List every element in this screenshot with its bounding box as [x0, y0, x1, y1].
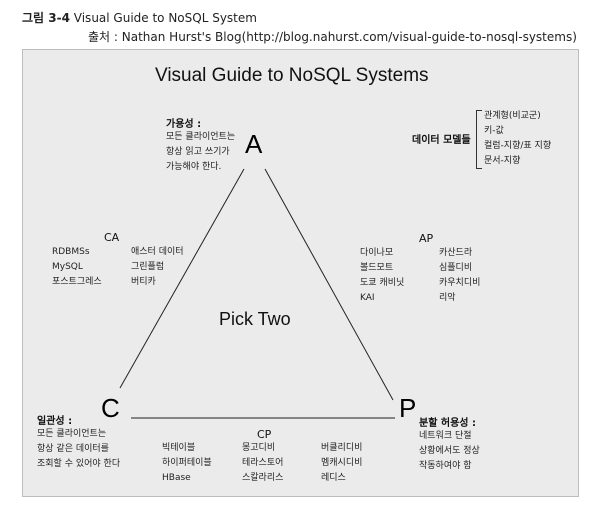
- availability-line: 가능해야 한다.: [166, 162, 222, 172]
- list-item: 카산드라: [439, 248, 473, 258]
- list-item: 애스터 데이터: [131, 247, 184, 257]
- availability-line: 항상 읽고 쓰기가: [166, 147, 230, 157]
- diagram-panel: Visual Guide to NoSQL Systems A C P Pick…: [22, 49, 579, 497]
- list-item: 다이나모: [360, 248, 394, 258]
- list-item: 그린플럼: [131, 262, 165, 272]
- list-item: 빅테이블: [162, 443, 196, 453]
- diagram-title: Visual Guide to NoSQL Systems: [155, 65, 429, 86]
- legend-item-column-oriented: 컬럼-지향/표 지향: [484, 141, 552, 151]
- partition-line: 상황에서도 정상: [419, 446, 480, 456]
- list-item: 카우치디비: [439, 278, 481, 288]
- availability-heading: 가용성 :: [166, 119, 202, 130]
- list-item: RDBMSs: [52, 247, 90, 257]
- legend-list: 관계형(비교군) 키-값 컬럼-지향/표 지향 문서-지향: [484, 109, 551, 169]
- list-item: KAI: [360, 293, 375, 303]
- vertex-c: C: [101, 393, 120, 423]
- triangle-edge-ap: [264, 168, 394, 401]
- availability-line: 모든 클라이언트는: [166, 132, 236, 142]
- legend-item-document-oriented: 문서-지향: [484, 156, 521, 166]
- list-item: 버클리디비: [321, 443, 363, 453]
- triangle-edge-ac: [119, 168, 245, 389]
- figure-title: Visual Guide to NoSQL System: [73, 11, 257, 25]
- partition-heading: 분할 허용성 :: [419, 418, 476, 429]
- ca-column-list: 애스터 데이터 그린플럼 버티카: [131, 245, 184, 290]
- list-item: 멤캐시디비: [321, 458, 363, 468]
- list-item: MySQL: [52, 262, 83, 272]
- ca-relational-list: RDBMSs MySQL 포스트그레스: [52, 245, 102, 290]
- cp-label: CP: [257, 428, 272, 441]
- figure-caption: 그림 3-4 Visual Guide to NoSQL System: [22, 9, 257, 26]
- list-item: 하이퍼테이블: [162, 458, 212, 468]
- ap-key-value-list: 다이나모 볼드모트 도쿄 캐비닛 KAI: [360, 246, 404, 306]
- cp-key-value-list: 버클리디비 멤캐시디비 레디스: [321, 441, 362, 486]
- figure-source: 출처 : Nathan Hurst's Blog(http://blog.nah…: [88, 30, 577, 44]
- partition-line: 네트워크 단절: [419, 431, 472, 441]
- list-item: 테라스토어: [242, 458, 284, 468]
- consistency-heading: 일관성 :: [37, 416, 73, 427]
- legend-bracket: [476, 110, 482, 169]
- partition-line: 작동하여야 함: [419, 461, 472, 471]
- availability-description: 모든 클라이언트는 항상 읽고 쓰기가 가능해야 한다.: [166, 130, 235, 175]
- list-item: 도쿄 캐비닛: [360, 278, 405, 288]
- pick-two-label: Pick Two: [219, 309, 291, 329]
- ap-column-document-list: 카산드라 심플디비 카우치디비 리악: [439, 246, 480, 306]
- list-item: 심플디비: [439, 263, 473, 273]
- list-item: HBase: [162, 473, 191, 483]
- ca-label: CA: [104, 231, 120, 244]
- consistency-description: 모든 클라이언트는 항상 같은 데이터를 조회할 수 있어야 한다: [37, 427, 120, 472]
- partition-description: 네트워크 단절 상황에서도 정상 작동하여야 함: [419, 429, 480, 474]
- ap-label: AP: [419, 232, 434, 245]
- cp-column-list: 빅테이블 하이퍼테이블 HBase: [162, 441, 212, 486]
- list-item: 몽고디비: [242, 443, 276, 453]
- legend-item-relational: 관계형(비교군): [484, 111, 541, 121]
- list-item: 스칼라리스: [242, 473, 284, 483]
- consistency-line: 조회할 수 있어야 한다: [37, 459, 121, 469]
- cap-triangle: [119, 168, 395, 419]
- list-item: 볼드모트: [360, 263, 394, 273]
- figure-number: 그림 3-4: [22, 11, 70, 25]
- cp-document-list: 몽고디비 테라스토어 스칼라리스: [242, 441, 283, 486]
- vertex-p: P: [399, 393, 417, 423]
- legend-heading: 데이터 모델들: [412, 135, 471, 146]
- list-item: 포스트그레스: [52, 277, 102, 287]
- list-item: 리악: [439, 293, 456, 303]
- consistency-line: 항상 같은 데이터를: [37, 444, 109, 454]
- legend-item-key-value: 키-값: [484, 126, 504, 136]
- vertex-a: A: [245, 129, 263, 159]
- consistency-line: 모든 클라이언트는: [37, 429, 107, 439]
- list-item: 레디스: [321, 473, 346, 483]
- list-item: 버티카: [131, 277, 156, 287]
